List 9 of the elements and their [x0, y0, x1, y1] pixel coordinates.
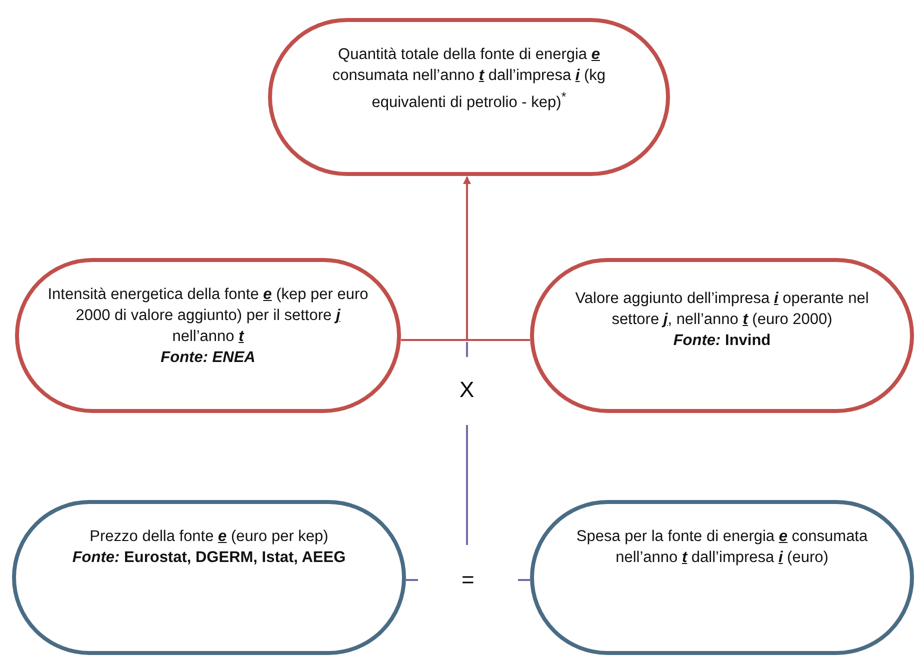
description-text: Intensità energetica della fonte e (kep per euro 2000 di valore aggiunto) per il settore j nell’anno t	[47, 285, 369, 347]
source-text: Fonte: Eurostat, DGERM, Istat, AEEG	[71, 548, 347, 568]
source-text: Fonte: Invind	[672, 331, 772, 351]
description-text: Prezzo della fonte e (euro per kep)	[88, 527, 330, 547]
description-text: Valore aggiunto dell’impresa i operante nel settore j, nell’anno t (euro 2000)	[574, 289, 870, 330]
description-text: Quantità totale della fonte di energia e consumata nell’anno t dall’impresa i (kg equivalenti di petrolio - kep)$^{*}$	[331, 45, 607, 114]
arrow	[463, 176, 530, 341]
source-text: Fonte: ENEA	[160, 348, 256, 368]
description-text: Spesa per la fonte di energia e consumata nell’anno t dall’impresa i (euro)	[575, 527, 869, 568]
